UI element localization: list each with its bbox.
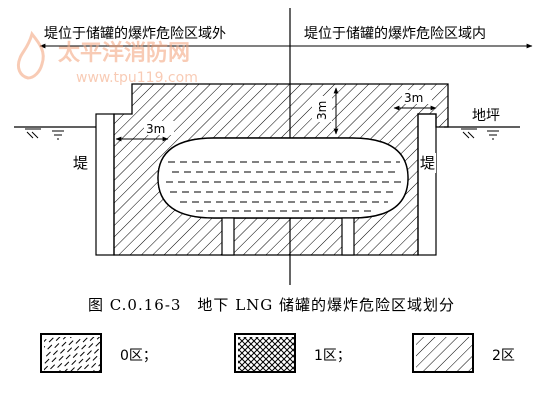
lng-tank bbox=[157, 137, 409, 219]
dim-left-label: 3m bbox=[146, 122, 165, 136]
dike-wall-left bbox=[95, 113, 115, 256]
ground-label: 地坪 bbox=[472, 108, 500, 124]
watermark-url: www.tpu119.com bbox=[76, 70, 198, 86]
dim-right-label: 3m bbox=[404, 91, 423, 105]
ground-symbol-left bbox=[25, 128, 64, 140]
figure-caption: 图 C.0.16-3 地下 LNG 储罐的爆炸危险区域划分 bbox=[87, 296, 456, 314]
hazard-zone-diagram: 堤位于储罐的爆炸危险区域外 堤位于储罐的爆炸危险区域内 3m 3m bbox=[14, 8, 533, 285]
dim-top-label: 3m bbox=[315, 101, 329, 120]
zone1-swatch bbox=[234, 333, 296, 373]
header-right-label: 堤位于储罐的爆炸危险区域内 bbox=[304, 26, 486, 42]
legend-zone1-label: 1区； bbox=[314, 348, 351, 364]
dike-wall-right bbox=[417, 113, 437, 256]
zone2-swatch bbox=[412, 333, 474, 373]
watermark: 太平洋消防网 www.tpu119.com bbox=[10, 30, 240, 92]
legend-zone0: 0区； bbox=[40, 333, 160, 375]
dike-left-label: 堤 bbox=[73, 154, 88, 172]
dike-right-label: 堤 bbox=[420, 154, 435, 172]
tank-support-left bbox=[221, 217, 235, 256]
ground-symbol-right bbox=[461, 128, 499, 140]
legend-zone2-label: 2区 bbox=[492, 348, 515, 364]
legend-zone1: 1区； bbox=[234, 333, 354, 375]
legend-zone2: 2区 bbox=[412, 333, 532, 375]
legend-zone0-label: 0区； bbox=[120, 348, 157, 364]
flame-icon bbox=[16, 30, 45, 80]
zone0-swatch bbox=[40, 333, 102, 373]
tank-support-right bbox=[341, 217, 355, 256]
watermark-brand: 太平洋消防网 bbox=[58, 40, 190, 66]
liquid-dashes bbox=[166, 161, 402, 212]
header-left-label: 堤位于储罐的爆炸危险区域外 bbox=[44, 26, 226, 42]
